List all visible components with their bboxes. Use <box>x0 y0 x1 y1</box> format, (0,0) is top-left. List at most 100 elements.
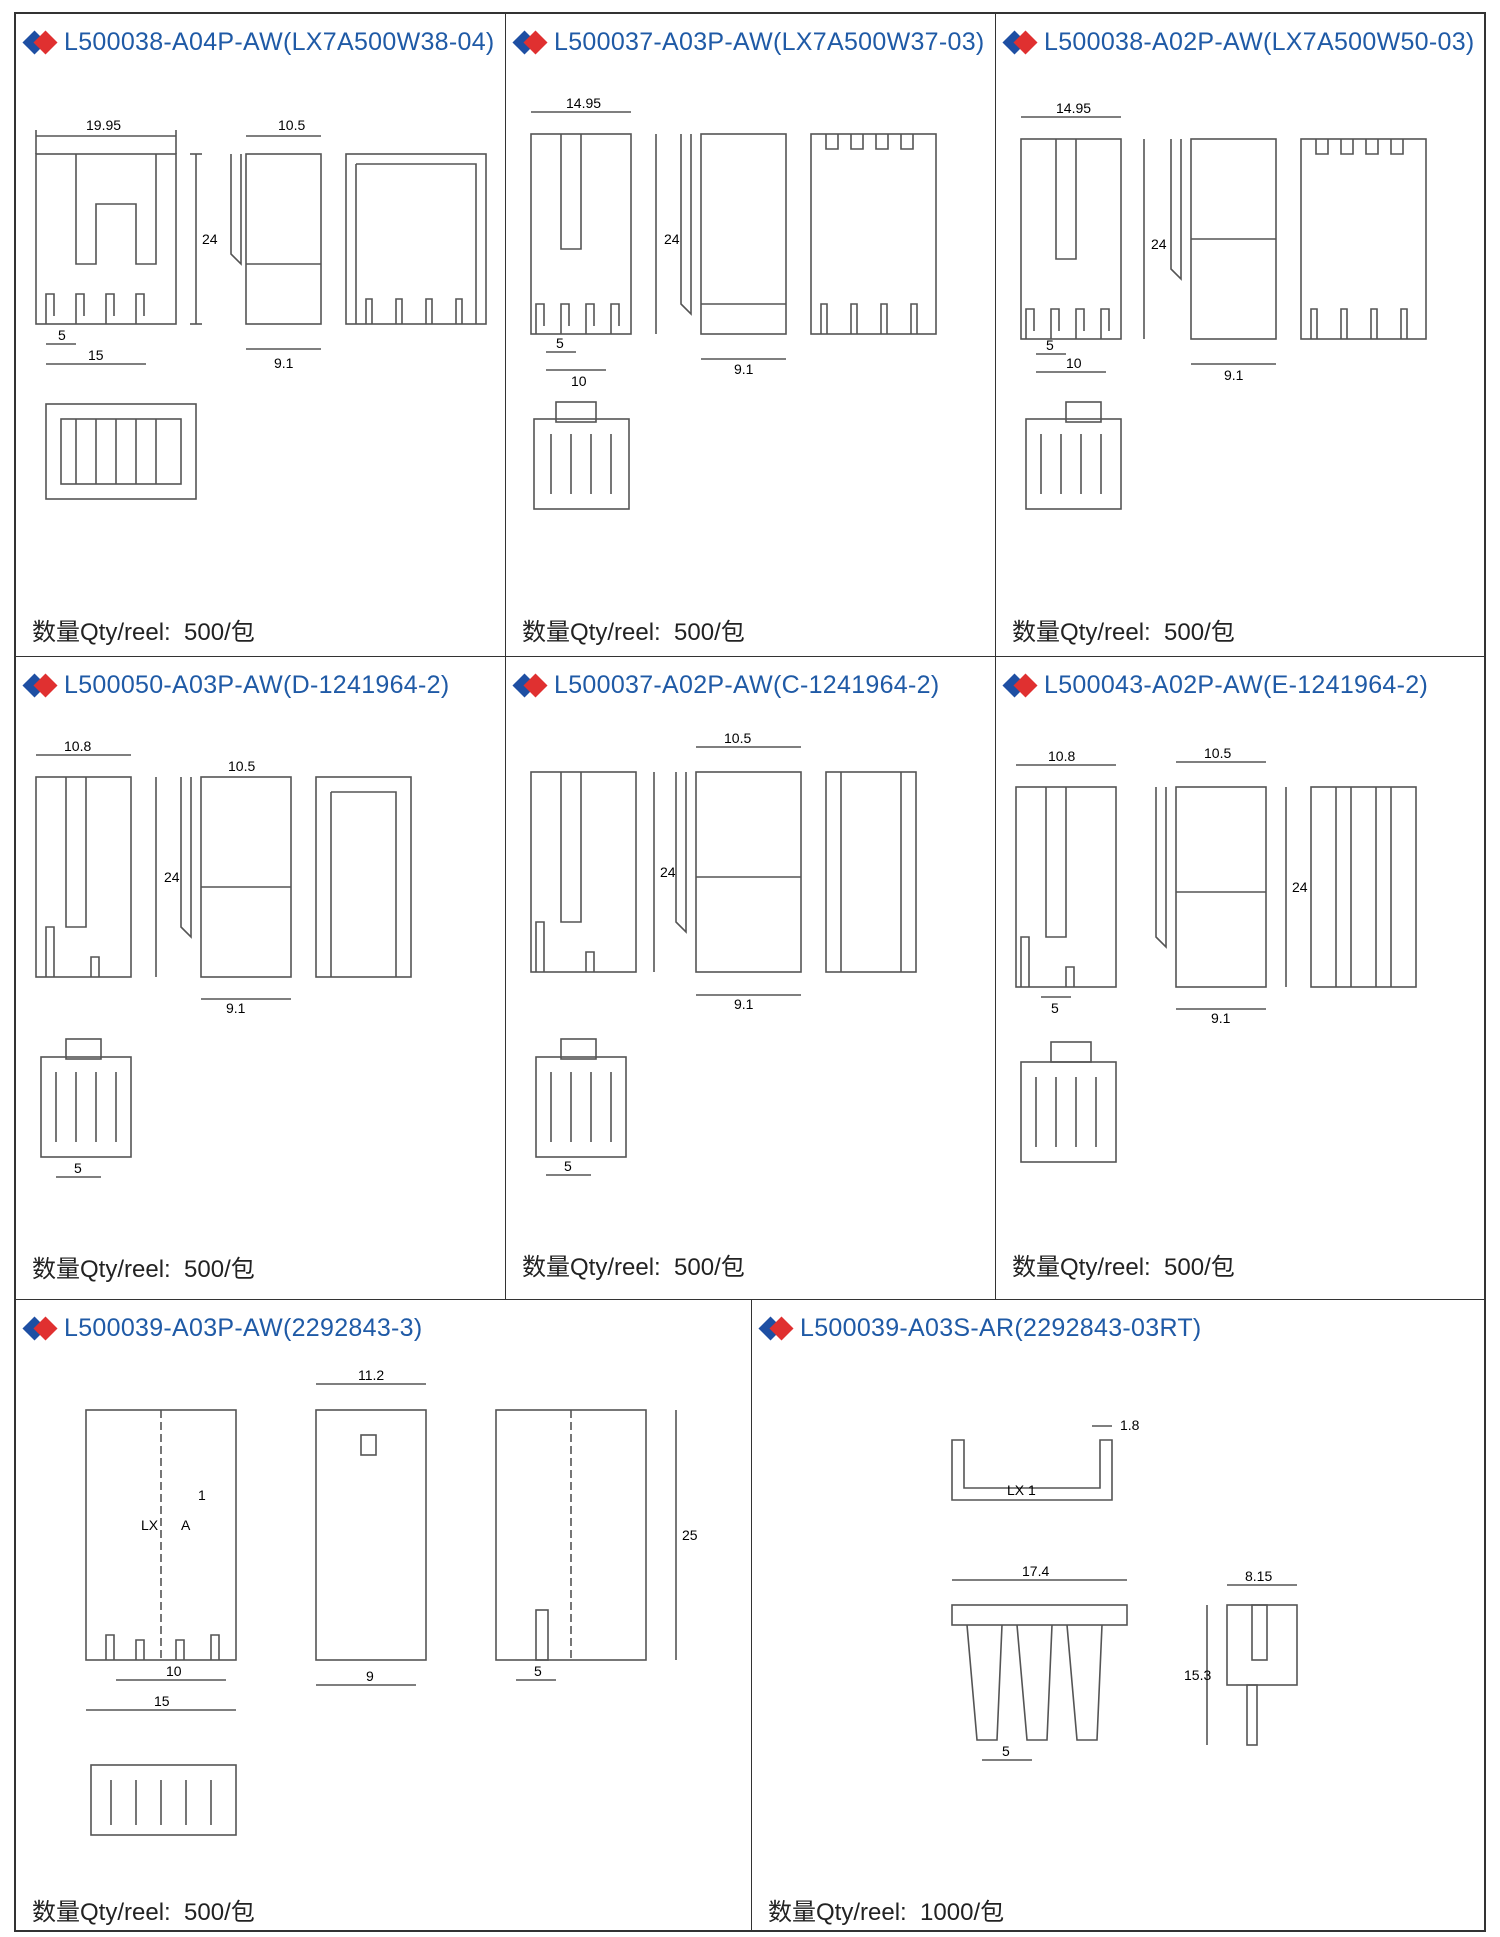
qty-value: 500/包 <box>184 619 255 646</box>
catalog-sheet: L500038-A04P-AW(LX7A500W38-04) <box>14 12 1486 1932</box>
qty-line: 数量Qty/reel: 500/包 <box>32 1249 255 1284</box>
dimension-label: 14.95 <box>1056 100 1091 116</box>
product-cell-2: L500037-A03P-AW(LX7A500W37-03) <box>506 14 996 657</box>
dimension-label: 5 <box>1002 1743 1010 1759</box>
technical-drawing: 10.5 24 9.1 5 <box>530 730 917 1176</box>
product-header: L500037-A02P-AW(C-1241964-2) <box>512 671 940 700</box>
dimension-label: 24 <box>1292 879 1308 895</box>
technical-drawing: 1 LX A 11.2 25 10 15 9 5 <box>85 1367 698 1836</box>
dimension-label: 5 <box>58 327 66 343</box>
product-cell-4: L500050-A03P-AW(D-1241964-2) 10.8 <box>16 657 506 1300</box>
dimension-label: 17.4 <box>1022 1563 1049 1579</box>
dimension-label: 5 <box>74 1160 82 1176</box>
dimension-label: 5 <box>1046 337 1054 353</box>
dimension-label: 9.1 <box>1211 1010 1231 1026</box>
technical-drawing: 14.95 24 5 10 9.1 <box>530 95 937 510</box>
product-header: L500038-A04P-AW(LX7A500W38-04) <box>22 28 495 57</box>
product-title: L500039-A03S-AR(2292843-03RT) <box>800 1314 1202 1342</box>
qty-label: 数量Qty/reel: <box>32 1256 171 1283</box>
technical-drawing: 14.95 24 5 10 9.1 <box>1020 100 1427 510</box>
dimension-label: 24 <box>660 864 676 880</box>
technical-drawing: 10.8 10.5 24 9.1 5 <box>35 738 412 1178</box>
dimension-label: 9.1 <box>226 1000 246 1016</box>
part-marking: 1 <box>198 1487 206 1503</box>
dimension-label: 15.3 <box>1184 1667 1211 1683</box>
product-cell-7: L500039-A03P-AW(2292843-3) <box>16 1300 752 1932</box>
technical-drawing: 1.8 LX 1 17.4 8.15 15.3 5 <box>951 1417 1298 1761</box>
qty-label: 数量Qty/reel: <box>1012 1254 1151 1281</box>
diamond-logo-icon <box>1002 672 1038 698</box>
qty-label: 数量Qty/reel: <box>522 619 661 646</box>
qty-label: 数量Qty/reel: <box>32 1899 171 1926</box>
dimension-label: 5 <box>556 335 564 351</box>
qty-value: 500/包 <box>1164 619 1235 646</box>
part-marking: A <box>181 1517 191 1533</box>
dimension-label: 5 <box>534 1663 542 1679</box>
product-header: L500037-A03P-AW(LX7A500W37-03) <box>512 28 985 57</box>
diamond-logo-icon <box>22 1315 58 1341</box>
dimension-label: 9.1 <box>734 361 754 377</box>
dimension-label: 10 <box>166 1663 182 1679</box>
dimension-label: 9.1 <box>1224 367 1244 383</box>
product-header: L500050-A03P-AW(D-1241964-2) <box>22 671 450 700</box>
qty-label: 数量Qty/reel: <box>522 1254 661 1281</box>
dimension-label: 10.5 <box>1204 745 1231 761</box>
qty-value: 500/包 <box>674 1254 745 1281</box>
diamond-logo-icon <box>22 29 58 55</box>
diamond-logo-icon <box>512 672 548 698</box>
product-header: L500043-A02P-AW(E-1241964-2) <box>1002 671 1429 700</box>
dimension-label: 8.15 <box>1245 1568 1272 1584</box>
product-cell-3: L500038-A02P-AW(LX7A500W50-03) <box>996 14 1486 657</box>
dimension-label: 15 <box>154 1693 170 1709</box>
product-title: L500043-A02P-AW(E-1241964-2) <box>1044 671 1429 699</box>
dimension-label: 9.1 <box>274 355 294 371</box>
product-cell-6: L500043-A02P-AW(E-1241964-2) <box>996 657 1486 1300</box>
product-header: L500038-A02P-AW(LX7A500W50-03) <box>1002 28 1475 57</box>
dimension-label: 24 <box>202 231 218 247</box>
product-title: L500050-A03P-AW(D-1241964-2) <box>64 671 450 699</box>
qty-label: 数量Qty/reel: <box>1012 619 1151 646</box>
part-marking: LX 1 <box>1007 1482 1036 1498</box>
dimension-label: 9.1 <box>734 996 754 1012</box>
dimension-label: 24 <box>1151 236 1167 252</box>
qty-value: 500/包 <box>184 1256 255 1283</box>
diamond-logo-icon <box>22 672 58 698</box>
qty-value: 500/包 <box>1164 1254 1235 1281</box>
technical-drawing: 10.8 10.5 24 5 9.1 <box>1015 745 1417 1163</box>
qty-value: 500/包 <box>184 1899 255 1926</box>
diamond-logo-icon <box>758 1315 794 1341</box>
part-marking: LX <box>141 1517 159 1533</box>
qty-line: 数量Qty/reel: 500/包 <box>1012 1247 1235 1282</box>
qty-line: 数量Qty/reel: 500/包 <box>522 612 745 647</box>
product-cell-8: L500039-A03S-AR(2292843-03RT) 1.8 LX 1 1… <box>752 1300 1486 1932</box>
diamond-logo-icon <box>1002 29 1038 55</box>
diamond-logo-icon <box>512 29 548 55</box>
dimension-label: 24 <box>664 231 680 247</box>
product-header: L500039-A03S-AR(2292843-03RT) <box>758 1314 1202 1343</box>
dimension-label: 10.5 <box>228 758 255 774</box>
product-cell-1: L500038-A04P-AW(LX7A500W38-04) <box>16 14 506 657</box>
product-title: L500038-A04P-AW(LX7A500W38-04) <box>64 28 495 56</box>
technical-drawing: 19.95 10.5 24 5 15 9.1 <box>35 117 487 500</box>
product-title: L500038-A02P-AW(LX7A500W50-03) <box>1044 28 1475 56</box>
dimension-label: 10 <box>571 373 587 389</box>
dimension-label: 15 <box>88 347 104 363</box>
dimension-label: 14.95 <box>566 95 601 111</box>
product-title: L500037-A03P-AW(LX7A500W37-03) <box>554 28 985 56</box>
qty-line: 数量Qty/reel: 500/包 <box>1012 612 1235 647</box>
qty-line: 数量Qty/reel: 500/包 <box>32 1892 255 1927</box>
dimension-label: 9 <box>366 1668 374 1684</box>
qty-line: 数量Qty/reel: 500/包 <box>522 1247 745 1282</box>
dimension-label: 11.2 <box>358 1367 384 1383</box>
qty-label: 数量Qty/reel: <box>32 619 171 646</box>
product-header: L500039-A03P-AW(2292843-3) <box>22 1314 422 1343</box>
product-title: L500037-A02P-AW(C-1241964-2) <box>554 671 940 699</box>
qty-value: 1000/包 <box>920 1899 1005 1926</box>
dimension-label: 25 <box>682 1527 698 1543</box>
qty-value: 500/包 <box>674 619 745 646</box>
dimension-label: 5 <box>1051 1000 1059 1016</box>
dimension-label: 10.8 <box>1048 748 1075 764</box>
product-cell-5: L500037-A02P-AW(C-1241964-2) 10.5 <box>506 657 996 1300</box>
qty-line: 数量Qty/reel: 500/包 <box>32 612 255 647</box>
dimension-label: 10.5 <box>278 117 305 133</box>
